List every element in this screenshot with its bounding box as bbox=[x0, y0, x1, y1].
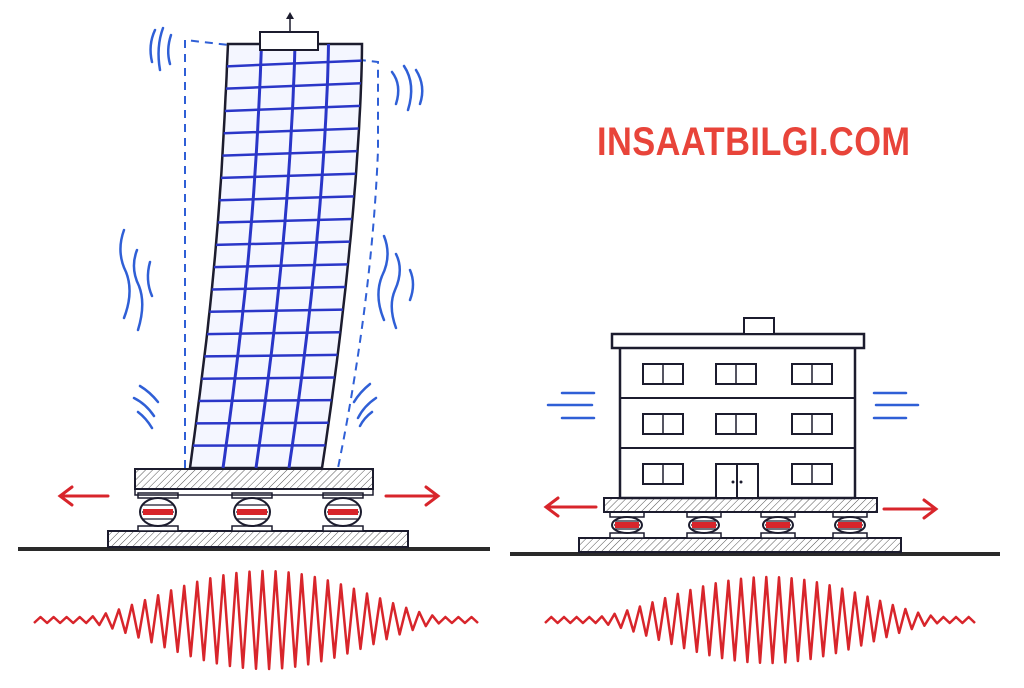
window-icon bbox=[643, 464, 683, 484]
isolator-bearing-icon bbox=[138, 493, 178, 531]
isolation-slab-right bbox=[604, 498, 877, 512]
ground-wave-icon bbox=[545, 577, 975, 663]
window-icon bbox=[716, 364, 756, 384]
watermark-text: INSAATBILGI.COM bbox=[597, 120, 910, 165]
roof-box-right bbox=[744, 318, 774, 334]
ground-wave-icon bbox=[34, 571, 478, 669]
arrow-left-icon bbox=[546, 498, 596, 516]
tall-tower bbox=[190, 44, 362, 468]
window-icon bbox=[643, 414, 683, 434]
roof-box bbox=[260, 32, 318, 50]
isolator-bearing-icon bbox=[610, 512, 644, 538]
isolator-bearing-icon bbox=[761, 512, 795, 538]
isolator-bearings-left bbox=[138, 493, 363, 531]
window-icon bbox=[792, 364, 832, 384]
isolation-slab-left bbox=[135, 469, 373, 489]
low-building-scene bbox=[510, 318, 1000, 663]
window-icon bbox=[716, 414, 756, 434]
arrow-right-icon bbox=[884, 500, 936, 518]
isolator-bearing-icon bbox=[687, 512, 721, 538]
roof-parapet bbox=[612, 334, 864, 348]
window-icon bbox=[792, 464, 832, 484]
window-icon bbox=[643, 364, 683, 384]
isolator-bearing-icon bbox=[232, 493, 272, 531]
foundation-slab-left bbox=[108, 531, 408, 547]
isolator-bearing-icon bbox=[833, 512, 867, 538]
arrow-left-icon bbox=[60, 487, 108, 505]
window-icon bbox=[792, 414, 832, 434]
isolator-bearing-icon bbox=[323, 493, 363, 531]
up-arrow-icon bbox=[286, 12, 294, 32]
foundation-slab-right bbox=[579, 538, 901, 552]
door-icon bbox=[716, 464, 758, 498]
tall-building-scene bbox=[18, 12, 490, 669]
isolator-bearings-right bbox=[610, 512, 867, 538]
arrow-right-icon bbox=[386, 487, 438, 505]
